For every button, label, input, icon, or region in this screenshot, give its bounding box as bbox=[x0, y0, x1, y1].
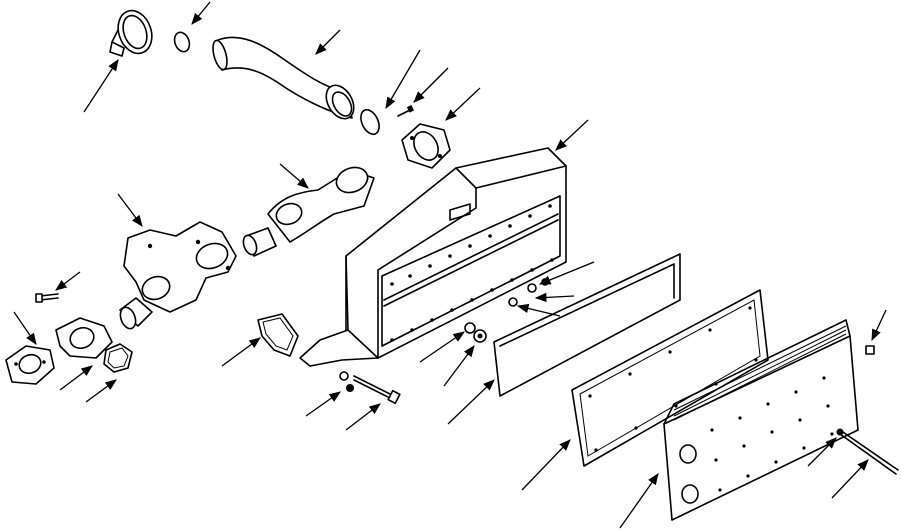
tube-assembly-upper bbox=[242, 166, 375, 257]
leader-1 bbox=[191, 1, 211, 25]
elbow-flange-left bbox=[55, 317, 113, 359]
bolt-long bbox=[353, 375, 401, 405]
gasket-small-left bbox=[103, 343, 133, 373]
leader-22 bbox=[447, 379, 495, 425]
hose-clamp bbox=[109, 9, 153, 57]
leader-19 bbox=[516, 303, 561, 317]
leader-25 bbox=[871, 309, 887, 342]
gasket-plate bbox=[571, 289, 769, 467]
manifold-body bbox=[123, 221, 237, 313]
leader-4 bbox=[385, 49, 421, 110]
stud bbox=[35, 293, 59, 303]
bolt-right-long bbox=[836, 428, 899, 475]
leader-2 bbox=[315, 29, 341, 55]
bolt-right-top bbox=[865, 345, 875, 355]
leader-20 bbox=[419, 331, 465, 363]
o-ring-upper bbox=[173, 31, 191, 53]
leader-26 bbox=[807, 437, 837, 467]
leader-18 bbox=[534, 292, 575, 303]
leader-6 bbox=[445, 87, 481, 121]
housing-bolt-holes bbox=[390, 204, 554, 342]
leader-14 bbox=[221, 337, 261, 367]
washer-nut bbox=[339, 371, 354, 392]
gasket-large bbox=[493, 253, 681, 397]
adapter-flange bbox=[401, 123, 451, 169]
leader-27 bbox=[831, 459, 869, 499]
elbow-tube bbox=[212, 36, 355, 120]
mounting-flange-far-left bbox=[5, 345, 55, 385]
leader-15 bbox=[305, 391, 341, 417]
leader-16 bbox=[345, 403, 381, 431]
leader-13 bbox=[85, 379, 117, 403]
o-ring-middle bbox=[360, 108, 380, 136]
leader-7 bbox=[555, 119, 589, 151]
leader-23 bbox=[521, 439, 571, 491]
leader-9 bbox=[117, 193, 143, 227]
leader-3 bbox=[83, 59, 119, 113]
leader-11 bbox=[13, 311, 37, 345]
leader-10 bbox=[55, 271, 81, 291]
gasket-d-shape bbox=[257, 313, 299, 357]
leader-12 bbox=[59, 365, 93, 391]
leader-21 bbox=[443, 345, 475, 387]
cooler-core bbox=[663, 319, 859, 521]
leader-17 bbox=[538, 261, 595, 285]
screw-small bbox=[397, 105, 414, 117]
cooler-housing bbox=[299, 147, 567, 367]
callout-leaders bbox=[13, 1, 887, 529]
leader-24 bbox=[619, 473, 659, 529]
leader-5 bbox=[413, 67, 449, 103]
hose-connector bbox=[119, 297, 153, 330]
core-holes bbox=[710, 376, 834, 492]
leader-8 bbox=[279, 163, 309, 189]
